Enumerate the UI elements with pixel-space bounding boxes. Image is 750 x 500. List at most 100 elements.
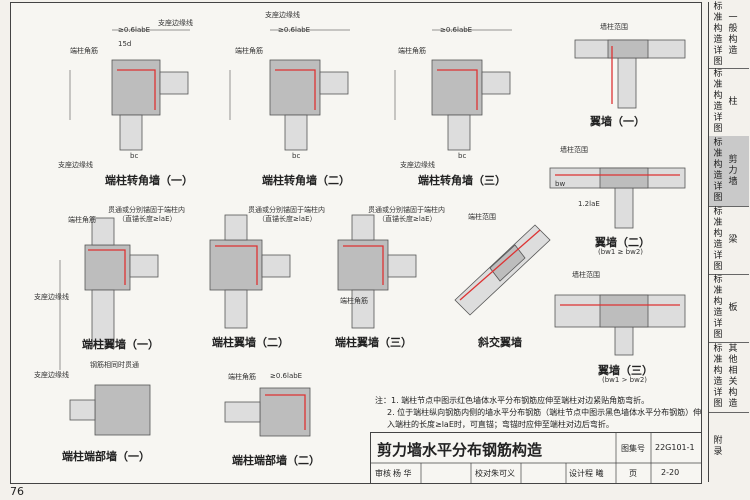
annotation: （直锚长度≥laE） [118,215,177,223]
wall-block [159,71,189,95]
note-2: 2. 位于端柱纵向钢筋内侧的墙水平分布钢筋（端柱节点中图示黑色墙体水平分布钢筋）… [387,408,702,429]
dim-label: ≥0.6labE [278,26,311,34]
check-name: 朱可义 [491,469,515,478]
annotation: 支座边缘线 [400,161,435,169]
wall-block [481,71,511,95]
dim-label: 15d [118,40,132,48]
diagram-title: 端柱翼墙（一） [82,338,159,351]
title-grid [371,433,701,483]
page-code: 2-20 [661,468,680,477]
column-block [209,239,263,291]
note-1: 注：1. 端柱节点中图示红色墙体水平分布钢筋应伸至端柱对边紧贴角筋弯折。 [375,396,650,405]
oblique-wall [454,224,551,316]
wall-block [224,401,261,423]
tab-other[interactable]: 标准构造详图 其他相关构造 [709,342,749,413]
page-number: 76 [10,485,24,498]
diagram-title: 翼墙（一） [590,115,645,128]
check-label: 校对 [475,469,491,478]
annotation: 墙柱范围 [600,23,628,31]
rebar-red [437,69,478,110]
wall-block [91,217,115,246]
diagram-title: 斜交翼墙 [478,336,522,349]
tab-beam[interactable]: 标准构造详图 梁 [709,206,749,275]
review-label: 审核 [375,469,391,478]
diagram-title: 端柱翼墙（二） [212,336,289,349]
annotation: （直锚长度≥laE） [258,215,317,223]
annotation: 支座边缘线 [158,19,193,27]
rebar-red [215,245,258,285]
wall-block [351,214,375,241]
page-label: 页 [629,469,637,478]
diagram-title: 端柱翼墙（三） [335,336,412,349]
dim-label: bc [458,152,467,160]
wall-block [284,114,308,151]
chapter-sidebar: 标准构造详图 一般构造 标准构造详图 柱 标准构造详图 剪力墙 标准构造详图 梁… [708,2,749,482]
wall-block [319,71,349,95]
annotation: 支座边缘线 [34,371,69,379]
annotation: 端柱范围 [468,213,496,221]
annotation: 钢筋相同时贯通 [90,361,139,369]
annotation: 墙柱范围 [560,146,588,154]
annotation: 端柱角筋 [68,216,96,224]
rebar-red [459,229,541,301]
dim-label: bc [292,152,301,160]
tab-shear-wall[interactable]: 标准构造详图 剪力墙 [709,136,749,207]
design-name: 程 曦 [585,469,604,478]
dim-label: bw [555,180,566,188]
atlas-label: 图集号 [621,444,645,453]
annotation: 墙柱范围 [572,271,600,279]
annotation: 贯通或分别锚固于端柱内 [248,206,325,214]
wall-block [119,114,143,151]
dim-label: 1.2laE [578,200,600,208]
wall-block [261,254,291,278]
wall-block [224,289,248,329]
annotation: 支座边缘线 [34,293,69,301]
wall-block [447,114,471,151]
wall-block [387,254,417,278]
tab-slab[interactable]: 标准构造详图 板 [709,274,749,343]
annotation: 端柱角筋 [398,47,426,55]
diagram-title: 端柱端部墙（一） [62,450,150,463]
wall-block [129,254,159,278]
annotation: 支座边缘线 [265,11,300,19]
tab-column[interactable]: 标准构造详图 柱 [709,68,749,137]
annotation: 贯通或分别锚固于端柱内 [368,206,445,214]
dim-label: ≥0.6labE [118,26,151,34]
tab-appendix[interactable]: 附录 [713,436,723,457]
diagram-subtitle: (bw1 ≥ bw2) [598,248,644,256]
dim-label: ≥0.6labE [270,372,303,380]
rebar-red [88,249,126,285]
drawing-title: 剪力墙水平分布钢筋构造 [377,441,543,459]
wall-block [224,214,248,241]
column-block [599,294,649,328]
notes: 注：1. 端柱节点中图示红色墙体水平分布钢筋应伸至端柱对边紧贴角筋弯折。 2. … [375,395,705,431]
atlas-number: 22G101-1 [655,443,695,452]
column-block [259,387,311,437]
column-block [111,59,161,116]
dim-label: bc [130,152,139,160]
annotation: 贯通或分别锚固于端柱内 [108,206,185,214]
diagram-title: 端柱转角墙（三） [418,174,506,187]
title-block: 剪力墙水平分布钢筋构造 图集号 22G101-1 审核 杨 华 校对 朱可义 设… [370,432,701,483]
wall-block [351,289,375,329]
rebar-red [343,245,384,285]
annotation: 端柱角筋 [235,47,263,55]
rebar-red [117,69,156,110]
wall-block [69,399,96,421]
diagram-title: 端柱转角墙（一） [105,174,193,187]
tab-general[interactable]: 标准构造详图 一般构造 [709,2,749,69]
column-block [84,244,131,291]
column-block [599,167,649,189]
column-block [431,59,483,116]
review-name: 杨 华 [393,469,412,478]
annotation: 端柱角筋 [228,373,256,381]
wall-block [617,57,637,109]
annotation: 支座边缘线 [58,161,93,169]
diagram-subtitle: (bw1 > bw2) [602,376,648,384]
column-block [337,239,389,291]
column-block [607,39,649,59]
wall-block [91,289,115,346]
annotation: （直锚长度≥laE） [378,215,437,223]
